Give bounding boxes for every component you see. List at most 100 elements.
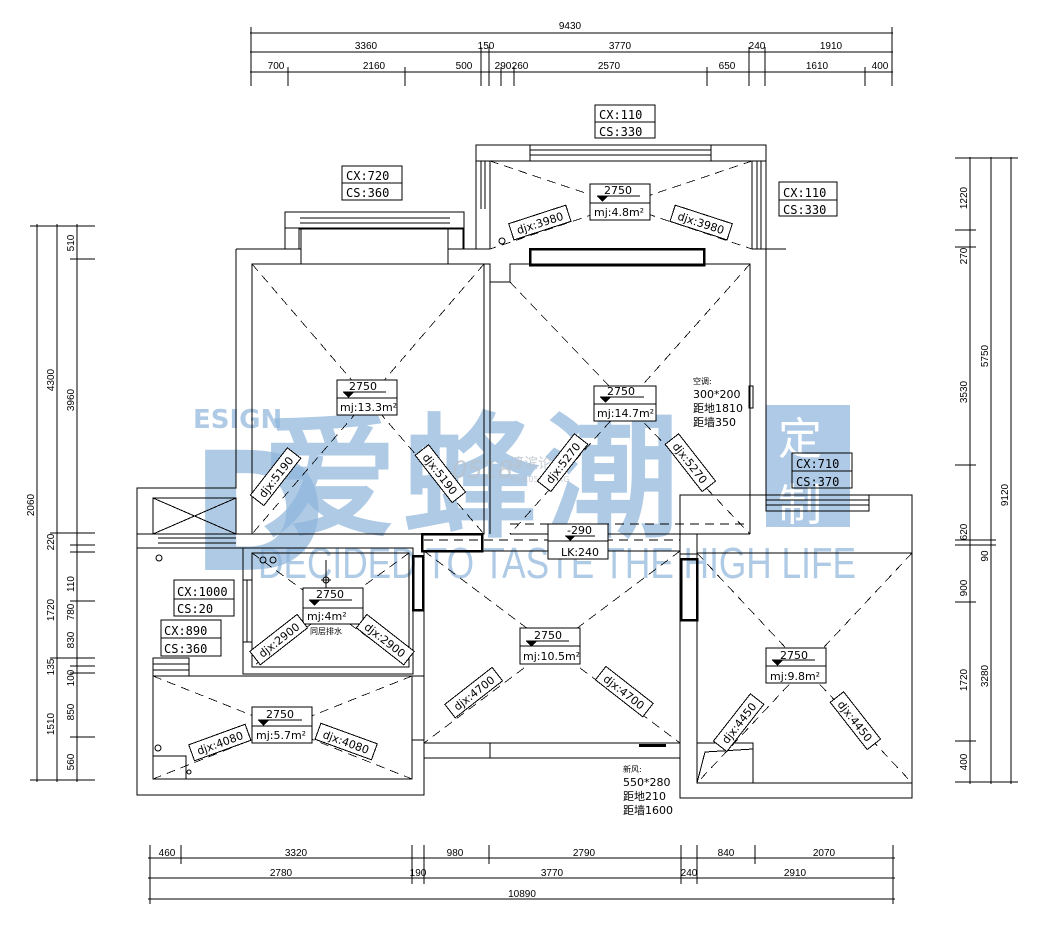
window-cx: CX:890 — [164, 624, 207, 638]
watermark-letter: D — [190, 417, 327, 609]
dim-label: 850 — [66, 703, 77, 720]
window-tag-kitchen-1: CX:1000 CS:20 — [173, 579, 235, 617]
window-cs: CS:370 — [796, 475, 839, 489]
dim-label: 90 — [980, 550, 991, 562]
left-dimension-chain: 2060 4300 1720 1510 510 3960 220 110 780… — [26, 224, 95, 782]
dim-label: 620 — [959, 523, 970, 540]
dim-label: 400 — [872, 61, 889, 72]
dim-label: 2790 — [573, 848, 596, 859]
dim-bottom-overall: 10890 — [508, 889, 536, 900]
dim-label: 190 — [410, 868, 427, 879]
djx-dining-right: djx:4700 — [594, 665, 654, 718]
window-cx: CX:1000 — [177, 585, 228, 599]
dim-label: 110 — [66, 576, 77, 592]
dim-label: 840 — [718, 848, 735, 859]
note-offset: 距墙350 — [693, 415, 736, 429]
dim-label: 650 — [719, 61, 736, 72]
note-size: 300*200 — [693, 388, 741, 401]
dim-label: 1220 — [959, 186, 970, 209]
note-title: 新风: — [623, 764, 642, 774]
dim-label: 5750 — [980, 344, 991, 367]
dim-label: 135 — [46, 658, 57, 675]
dim-label: 3360 — [355, 41, 378, 52]
beam-level: -290 — [567, 524, 592, 537]
dim-left-overall: 2060 — [26, 493, 37, 516]
dim-top-overall: 9430 — [559, 21, 582, 32]
djx-bedroom-right-right: djx:4450 — [829, 691, 882, 751]
window-tag-top-balcony: CX:110 CS:330 — [594, 104, 656, 139]
dim-label: 2910 — [784, 868, 807, 879]
dim-label: 100 — [66, 669, 77, 686]
note-height: 距地1810 — [693, 402, 743, 415]
dim-label: 1510 — [46, 712, 57, 735]
window-tag-kitchen-2: CX:890 CS:360 — [160, 619, 222, 657]
watermark-side1: 定 — [778, 414, 822, 465]
watermark-prefix: ESIGN — [193, 405, 282, 435]
level-marker-icon — [258, 720, 269, 726]
level-marker-icon — [565, 536, 575, 541]
dim-label: 900 — [959, 579, 970, 596]
note-height: 距地210 — [623, 790, 666, 803]
window-cx: CX:720 — [346, 169, 389, 183]
dim-label: 510 — [66, 234, 77, 251]
dim-label: 290 — [495, 61, 512, 72]
djx-balcony-right: djx:3980 — [669, 204, 733, 241]
forum-logo: 0518 — [452, 456, 513, 484]
dim-label: 240 — [749, 41, 766, 52]
room-tag-living: 2750 mj:14.7m² — [593, 385, 657, 422]
djx-kitchen-right: djx:4080 — [314, 722, 378, 761]
right-dimension-chain: 1220 270 3530 620 90 900 1720 400 5750 3… — [955, 157, 1018, 784]
dim-label: 3530 — [959, 380, 970, 403]
djx-bathroom-left: djx:2900 — [249, 613, 309, 666]
dim-label: 3960 — [66, 388, 77, 411]
room-tag-balcony: 2750 mj:4.8m² — [589, 183, 651, 221]
level-marker-icon — [526, 641, 537, 647]
level-marker-icon — [600, 397, 611, 403]
bottom-dimension-chain: 460 3320 980 2790 840 2070 2780 190 3770… — [148, 845, 895, 904]
dim-label: 830 — [66, 631, 77, 648]
window-cs: CS:330 — [599, 125, 642, 139]
room-height: 2750 — [604, 184, 632, 197]
dim-label: 3770 — [609, 41, 632, 52]
note-size: 550*280 — [623, 776, 671, 789]
room-tag-kitchen: 2750 mj:5.7m² — [251, 706, 313, 744]
room-height: 2750 — [607, 385, 635, 398]
top-dimension-chain: 9430 3360 150 3770 240 1910 700 2160 500… — [250, 21, 893, 86]
dim-label: 2160 — [363, 61, 386, 72]
dim-label: 260 — [512, 61, 529, 72]
level-marker-icon — [772, 660, 783, 666]
window-tag-right-balcony: CX:110 CS:330 — [778, 181, 838, 217]
bathroom-note: 同层排水 — [310, 626, 342, 636]
window-cx: CX:110 — [599, 108, 642, 122]
room-area: mj:9.8m² — [770, 670, 820, 683]
dim-label: 500 — [456, 61, 473, 72]
watermark-chinese: 爱蜂潮 — [262, 400, 685, 557]
dim-label: 1910 — [820, 41, 843, 52]
dim-label: 2570 — [598, 61, 621, 72]
walls — [136, 144, 913, 799]
dim-label: 400 — [959, 753, 970, 770]
watermark-stamp — [766, 405, 850, 527]
window-cx: CX:710 — [796, 457, 839, 471]
room-area: mj:5.7m² — [256, 729, 306, 742]
dim-label: 270 — [959, 247, 970, 264]
room-height: 2750 — [534, 629, 562, 642]
level-marker-icon — [343, 392, 354, 398]
level-marker-icon — [597, 196, 608, 202]
room-height: 2750 — [266, 708, 294, 721]
dim-label: 2780 — [270, 868, 293, 879]
dim-label: 460 — [159, 848, 176, 859]
beam-label: LK:240 — [561, 546, 599, 559]
dim-label: 3280 — [980, 664, 991, 687]
room-tag-bedroom-left: 2750 mj:13.3m² — [336, 379, 398, 416]
dim-label: 560 — [66, 753, 77, 770]
dim-label: 1720 — [959, 668, 970, 691]
djx-bathroom-right: djx:2900 — [355, 613, 415, 666]
dim-label: 220 — [46, 533, 57, 550]
dim-label: 700 — [268, 61, 285, 72]
dim-label: 4300 — [46, 368, 57, 391]
room-area: mj:4.8m² — [594, 206, 644, 219]
window-cs: CS:360 — [164, 642, 207, 656]
room-height: 2750 — [780, 649, 808, 662]
